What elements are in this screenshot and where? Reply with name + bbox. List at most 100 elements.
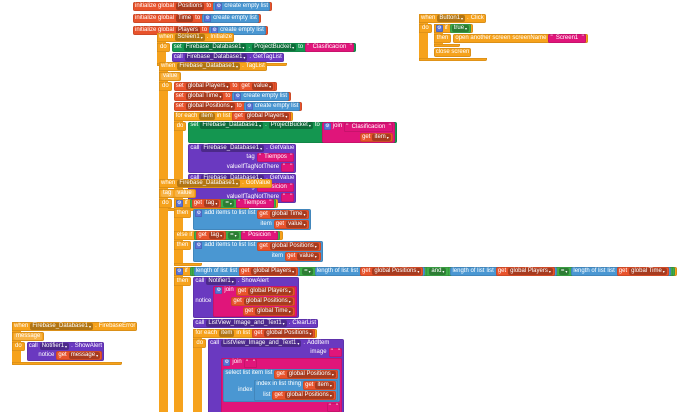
string-input[interactable] xyxy=(283,164,292,171)
loop-variable-field[interactable]: item xyxy=(199,113,215,120)
property-dropdown[interactable]: ProjectBucket xyxy=(268,122,313,129)
variable-dropdown[interactable]: global Players xyxy=(251,268,297,275)
get-variable-block[interactable]: get global Players xyxy=(235,287,295,296)
operator-dropdown[interactable]: = xyxy=(558,268,570,275)
block-if[interactable]: ⚙ if true then open another screen scree… xyxy=(433,24,588,47)
create-empty-list-block[interactable]: ⚙ create empty list xyxy=(213,2,271,11)
join-block[interactable]: ⚙ join get global Players xyxy=(213,286,297,317)
variable-name-field[interactable]: Players xyxy=(176,27,201,34)
init-globals-stack[interactable]: initialize global Positions to ⚙ create … xyxy=(133,2,273,35)
text-string-block[interactable]: Posicion xyxy=(256,183,295,192)
operator-dropdown[interactable]: and xyxy=(429,268,447,275)
get-variable-block[interactable]: get message xyxy=(56,351,103,360)
block-set-global-time[interactable]: set global Time to ⚙ create empty list xyxy=(173,92,292,101)
text-string-block[interactable] xyxy=(243,359,258,368)
operator-dropdown[interactable]: = xyxy=(302,268,313,275)
get-variable-block[interactable]: get global Positions xyxy=(252,329,316,338)
join-block[interactable]: ⚙ join Clasificacion xyxy=(321,122,395,143)
component-dropdown[interactable]: Button1 xyxy=(437,15,466,22)
param-label[interactable]: value xyxy=(161,73,180,80)
variable-dropdown[interactable]: message xyxy=(68,352,101,359)
component-dropdown[interactable]: Firebase_Database1 xyxy=(30,323,94,330)
operator-dropdown[interactable]: = xyxy=(223,200,234,207)
mutator-gear-icon[interactable]: ⚙ xyxy=(223,359,231,366)
length-of-list-block[interactable]: length of list list get global Players xyxy=(193,267,301,276)
variable-dropdown[interactable]: value xyxy=(251,83,274,90)
get-variable-block[interactable]: get global Positions xyxy=(274,370,338,379)
create-empty-list-block[interactable]: ⚙ create empty list xyxy=(243,102,301,111)
block-call-showalert[interactable]: call Notifier1 . ShowAlert notice xyxy=(193,277,299,318)
variable-dropdown[interactable]: tag xyxy=(208,232,225,239)
component-dropdown[interactable]: ListView_Image_and_Text1 xyxy=(206,320,287,327)
text-string-block[interactable] xyxy=(326,403,340,412)
variable-dropdown[interactable]: global Players xyxy=(248,288,293,295)
logic-true-block[interactable]: true xyxy=(449,24,472,33)
text-string-block[interactable] xyxy=(281,163,295,172)
logic-and-block[interactable]: length of list list get global Players = xyxy=(189,267,675,276)
select-list-item-block[interactable]: select list item list get global Positio… xyxy=(223,369,340,402)
block-when-firebase-gotvalue[interactable]: when Firebase_Database1 . GotValue tag v… xyxy=(159,179,677,412)
when-firebase-gotvalue-stack[interactable]: when Firebase_Database1 . GotValue tag v… xyxy=(159,179,677,412)
get-variable-block[interactable]: get global Time xyxy=(242,307,295,316)
text-string-block[interactable] xyxy=(328,348,342,357)
get-variable-block[interactable]: get global Players xyxy=(495,267,555,276)
logic-equals-block[interactable]: get tag = Posicion xyxy=(194,231,281,240)
event-header[interactable]: when Screen1 . Initialize xyxy=(157,33,235,42)
when-button1-click-stack[interactable]: when Button1 . Click do ⚙ if true xyxy=(419,14,588,61)
block-for-each[interactable]: for each item in list get global Players… xyxy=(173,112,397,207)
variable-dropdown[interactable]: global Positions xyxy=(372,268,422,275)
param-label[interactable]: value xyxy=(175,190,194,197)
length-of-list-block[interactable]: length of list list get global Time xyxy=(571,267,671,276)
variable-dropdown[interactable]: global Positions xyxy=(286,371,336,378)
mutator-gear-icon[interactable]: ⚙ xyxy=(204,15,212,22)
component-dropdown[interactable]: Firebase_Database1 xyxy=(200,122,264,129)
get-variable-block[interactable]: get global Positions xyxy=(257,242,321,251)
block-open-another-screen[interactable]: open another screen screenName Screen1 xyxy=(453,34,588,43)
variable-dropdown[interactable]: value xyxy=(286,221,308,228)
event-header[interactable]: when Firebase_Database1 . GotValue xyxy=(159,179,273,188)
event-header[interactable]: when Firebase_Database1 . FirebaseError xyxy=(12,322,138,331)
block-for-each[interactable]: for each item in list get global Positio… xyxy=(193,329,344,412)
string-input[interactable]: Posicion xyxy=(243,232,277,239)
get-variable-block[interactable]: get value xyxy=(239,82,276,91)
component-dropdown[interactable]: Screen1 xyxy=(175,34,205,41)
block-set-global-positions[interactable]: set global Positions to ⚙ create empty l… xyxy=(173,102,303,111)
text-string-block[interactable]: Tiempos xyxy=(235,199,274,208)
mutator-gear-icon[interactable]: ⚙ xyxy=(175,268,183,275)
block-init-global-players[interactable]: initialize global Players to ⚙ create em… xyxy=(133,26,268,35)
get-variable-block[interactable]: get global Players xyxy=(232,112,292,121)
create-empty-list-block[interactable]: ⚙ create empty list xyxy=(209,26,266,35)
get-variable-block[interactable]: get global Time xyxy=(616,267,669,276)
for-each-header[interactable]: for each item in list get global Positio… xyxy=(193,329,318,338)
mutator-gear-icon[interactable]: ⚙ xyxy=(211,27,219,34)
block-if-tag[interactable]: ⚙ if get tag = Tiempos xyxy=(173,199,323,266)
variable-dropdown[interactable]: global Players xyxy=(508,268,553,275)
variable-dropdown[interactable]: value xyxy=(297,253,319,260)
block-init-global-time[interactable]: initialize global Time to ⚙ create empty… xyxy=(133,14,261,23)
event-header[interactable]: when Firebase_Database1 . TagList xyxy=(159,62,267,71)
string-input[interactable] xyxy=(329,404,338,411)
block-call-gettaglist[interactable]: call Firebase_Database1 . GetTagList xyxy=(171,53,284,62)
property-dropdown[interactable]: ProjectBucket xyxy=(252,44,297,51)
string-input[interactable]: Screen1 xyxy=(550,35,583,42)
text-string-block[interactable] xyxy=(281,193,295,202)
get-variable-block[interactable]: get global Positions xyxy=(360,267,424,276)
mutator-gear-icon[interactable]: ⚙ xyxy=(215,3,223,10)
mutator-gear-icon[interactable]: ⚙ xyxy=(435,25,443,32)
mutator-gear-icon[interactable]: ⚙ xyxy=(215,287,223,294)
mutator-gear-icon[interactable]: ⚙ xyxy=(234,93,242,100)
text-string-block[interactable]: Posicion xyxy=(240,231,279,240)
length-of-list-block[interactable]: length of list list get global Positions xyxy=(314,267,426,276)
get-variable-block[interactable]: get item xyxy=(303,381,336,390)
variable-dropdown[interactable]: global Positions xyxy=(185,103,235,110)
get-variable-block[interactable]: get global Positions xyxy=(272,391,336,400)
join-block[interactable]: ⚙ join xyxy=(221,358,342,412)
if-label[interactable]: ⚙ if get tag = Tiempos xyxy=(173,199,278,208)
block-set-projectbucket[interactable]: set Firebase_Database1 . ProjectBucket t… xyxy=(171,43,356,52)
variable-dropdown[interactable]: global Time xyxy=(629,268,667,275)
block-set-global-players[interactable]: set global Players to get value xyxy=(173,82,278,91)
component-dropdown[interactable]: ListView_Image_and_Text1 xyxy=(221,340,302,347)
variable-dropdown[interactable]: global Time xyxy=(185,93,224,100)
variable-dropdown[interactable]: tag xyxy=(204,200,220,207)
